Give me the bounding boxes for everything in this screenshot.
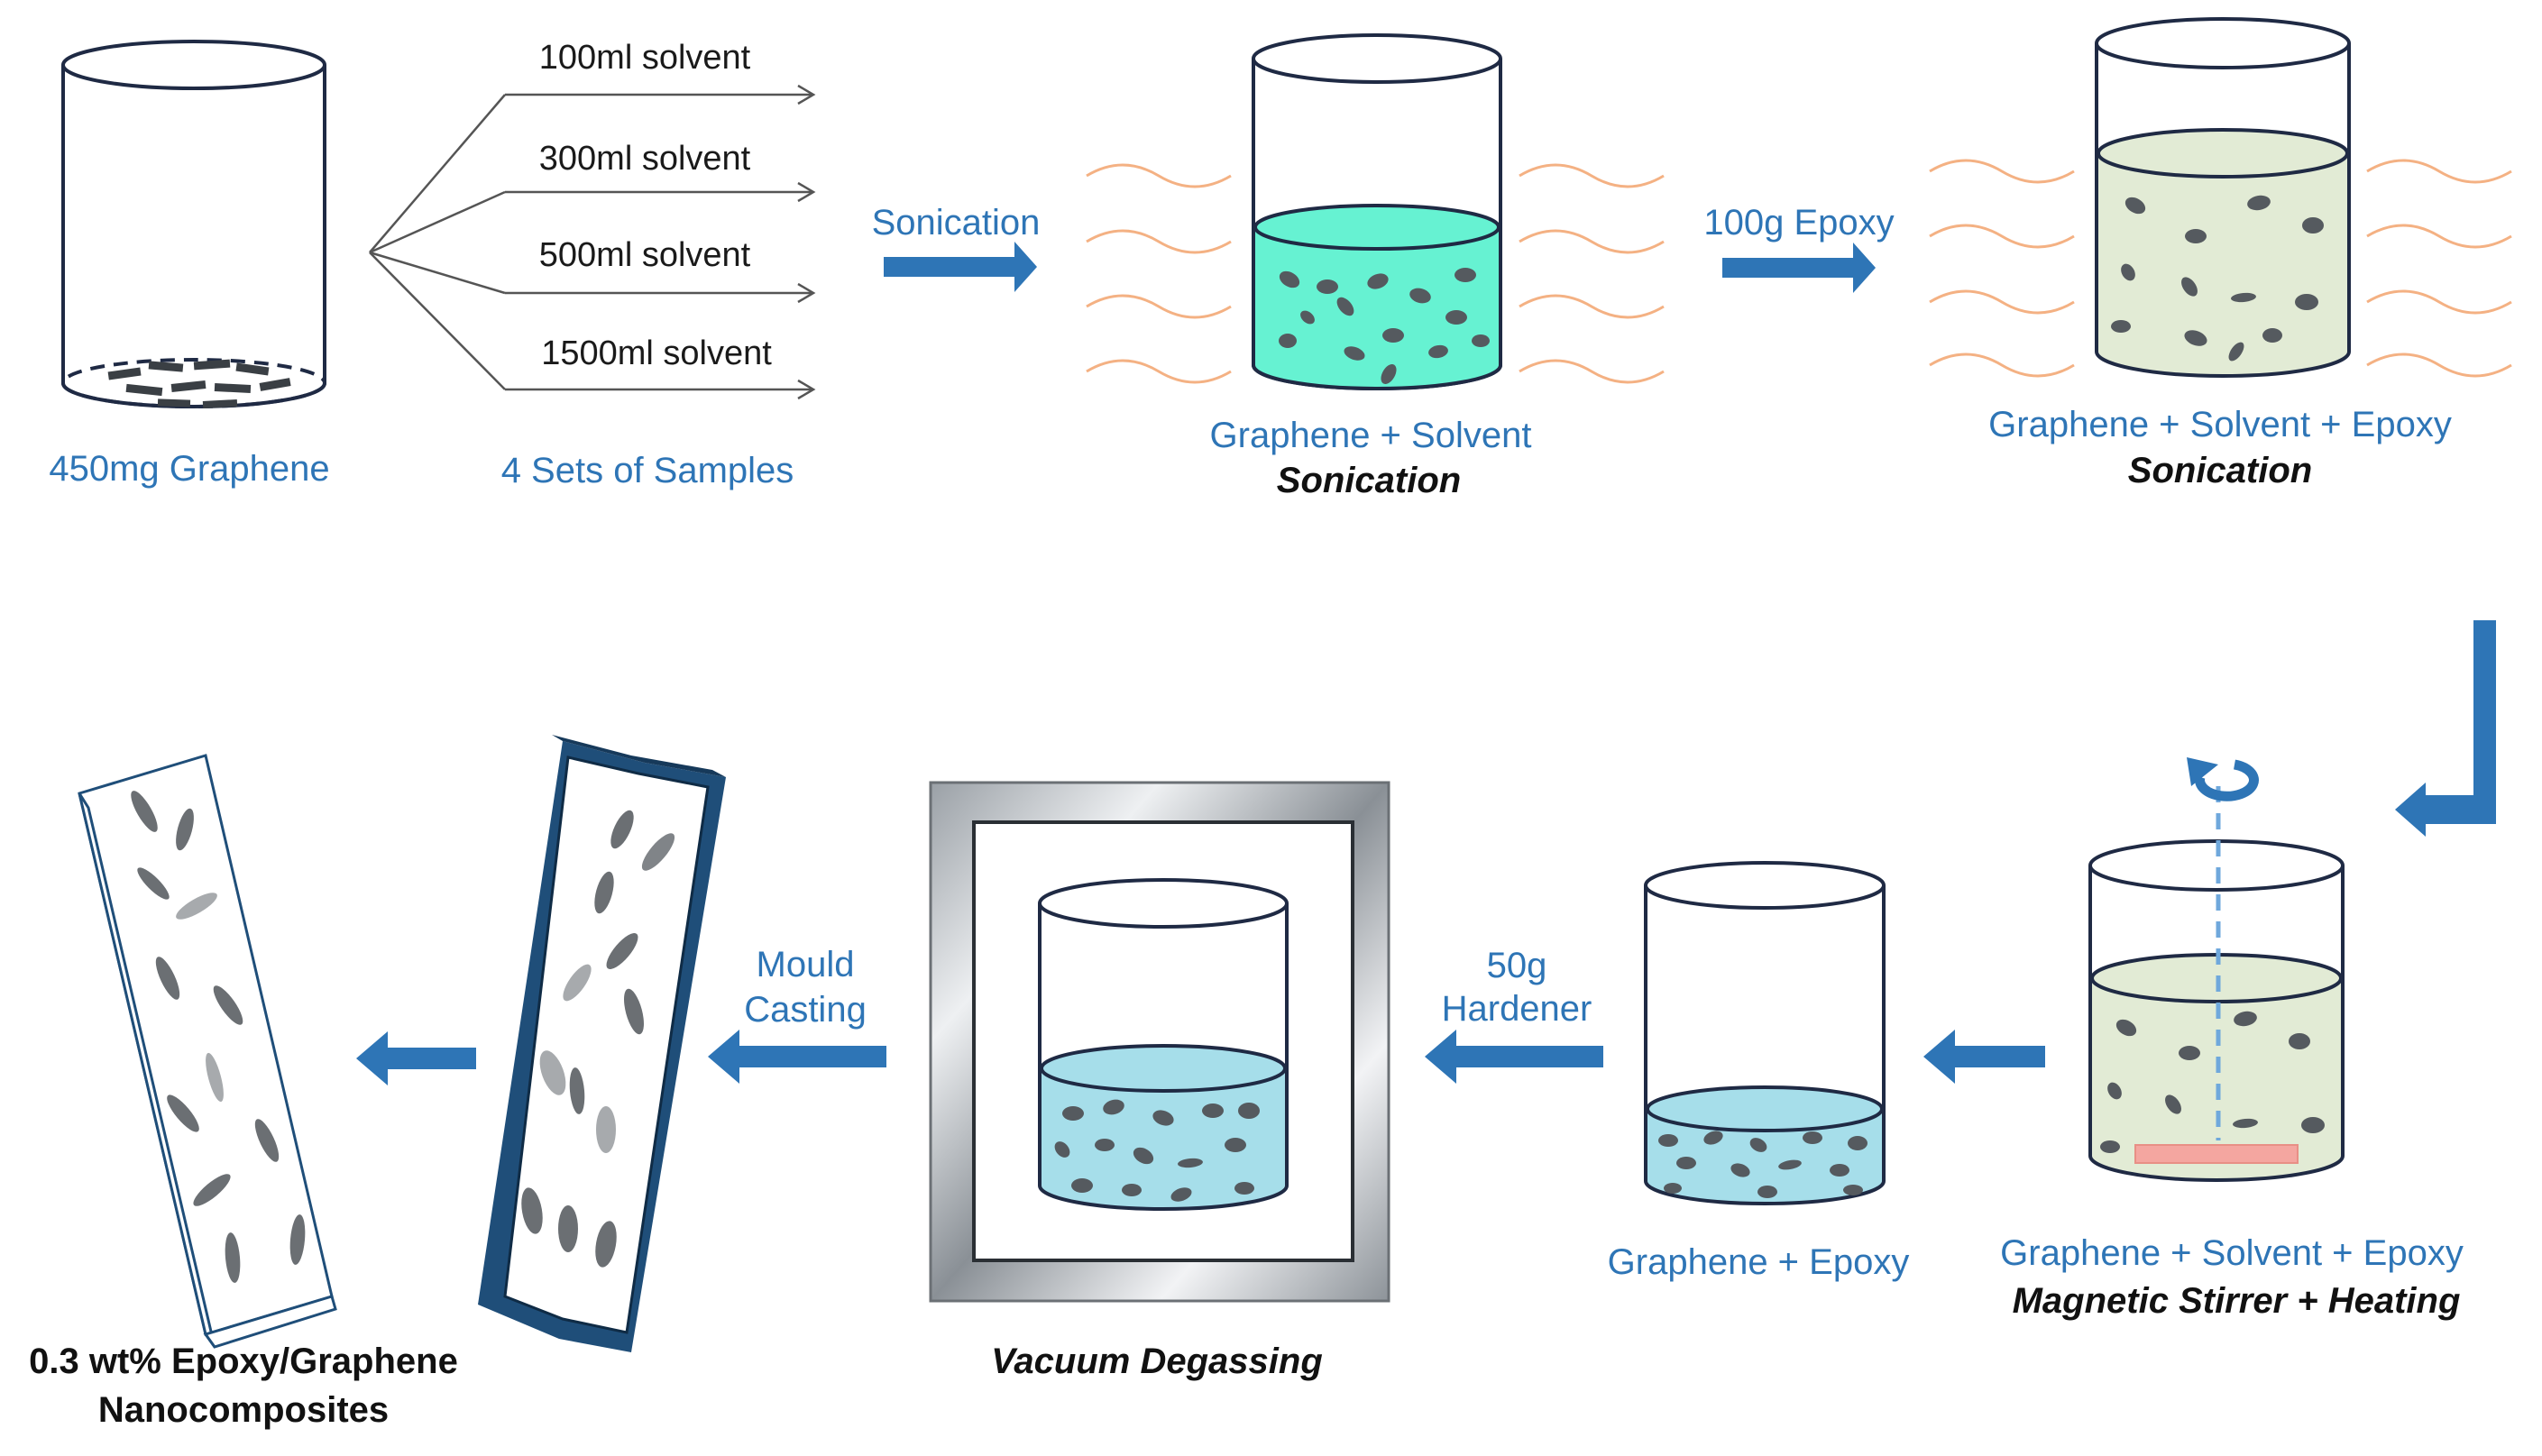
arrow-demould [356, 1031, 476, 1085]
sonication-process-1: Sonication [1277, 461, 1461, 500]
vacuum-chamber [929, 781, 1390, 1303]
solvent-volume-300: 300ml solvent [539, 140, 751, 178]
beaker-graphene [61, 40, 326, 408]
graphene-particles [1658, 1131, 1867, 1198]
solvent-volume-500: 500ml solvent [539, 236, 751, 274]
mould-casting [478, 735, 726, 1352]
casting-label: Casting [744, 990, 867, 1030]
beaker-magnetic-stirrer [2088, 757, 2345, 1182]
solvent-volume-1500: 1500ml solvent [541, 334, 772, 372]
beaker-graphene-solvent-epoxy [2095, 17, 2351, 378]
sonication-process-2: Sonication [2128, 451, 2312, 490]
solvent-volume-100: 100ml solvent [539, 39, 751, 77]
arrow-row-transition [2395, 620, 2496, 837]
graphene-solvent-label: Graphene + Solvent [1210, 416, 1532, 455]
graphene-particles [2111, 195, 2324, 362]
graphene-solvent-epoxy-label-1: Graphene + Solvent + Epoxy [1988, 405, 2452, 444]
graphene-epoxy-label: Graphene + Epoxy [1608, 1242, 1910, 1282]
vacuum-degassing-process: Vacuum Degassing [991, 1342, 1323, 1381]
sonication-waves-right-1 [1519, 163, 1665, 384]
hardener-label: Hardener [1442, 989, 1592, 1029]
arrow-mould-casting [708, 1030, 886, 1084]
nanocomposite-specimen [78, 754, 337, 1349]
graphene-flakes [107, 359, 291, 408]
graphene-particles [1279, 268, 1490, 384]
arrow-add-epoxy [1722, 243, 1876, 293]
graphene-particles [521, 810, 675, 1268]
arrow-add-hardener [1425, 1030, 1603, 1084]
sample-split-arrows [369, 84, 816, 400]
rotation-arrow-icon [2187, 757, 2259, 801]
arrow-sonication [884, 242, 1037, 292]
epoxy-amount-label: 100g Epoxy [1703, 203, 1894, 243]
sonication-waves-right-2 [2366, 159, 2512, 378]
sonication-arrow-label: Sonication [872, 203, 1041, 243]
graphene-solvent-epoxy-label-2: Graphene + Solvent + Epoxy [2000, 1233, 2464, 1273]
arrow-solvent-evaporation [1923, 1030, 2045, 1084]
nanocomposite-label-line1: 0.3 wt% Epoxy/Graphene [29, 1342, 458, 1381]
mould-label: Mould [757, 945, 855, 984]
hardener-amount-label: 50g [1487, 946, 1547, 985]
beaker-vacuum-degassing [1038, 878, 1289, 1211]
beaker-graphene-solvent [1252, 33, 1502, 390]
sonication-waves-left-1 [1086, 163, 1232, 384]
graphene-particles [1054, 1099, 1260, 1202]
graphene-particles [131, 791, 306, 1283]
magnetic-stirrer-heating-process: Magnetic Stirrer + Heating [2013, 1281, 2461, 1321]
beaker-graphene-epoxy [1644, 861, 1886, 1205]
heating-stir-bar [2134, 1144, 2299, 1164]
nanocomposite-label-line2: Nanocomposites [98, 1390, 389, 1430]
graphene-amount-label: 450mg Graphene [49, 449, 329, 489]
sample-sets-label: 4 Sets of Samples [501, 451, 794, 490]
sonication-waves-left-2 [1929, 159, 2075, 378]
